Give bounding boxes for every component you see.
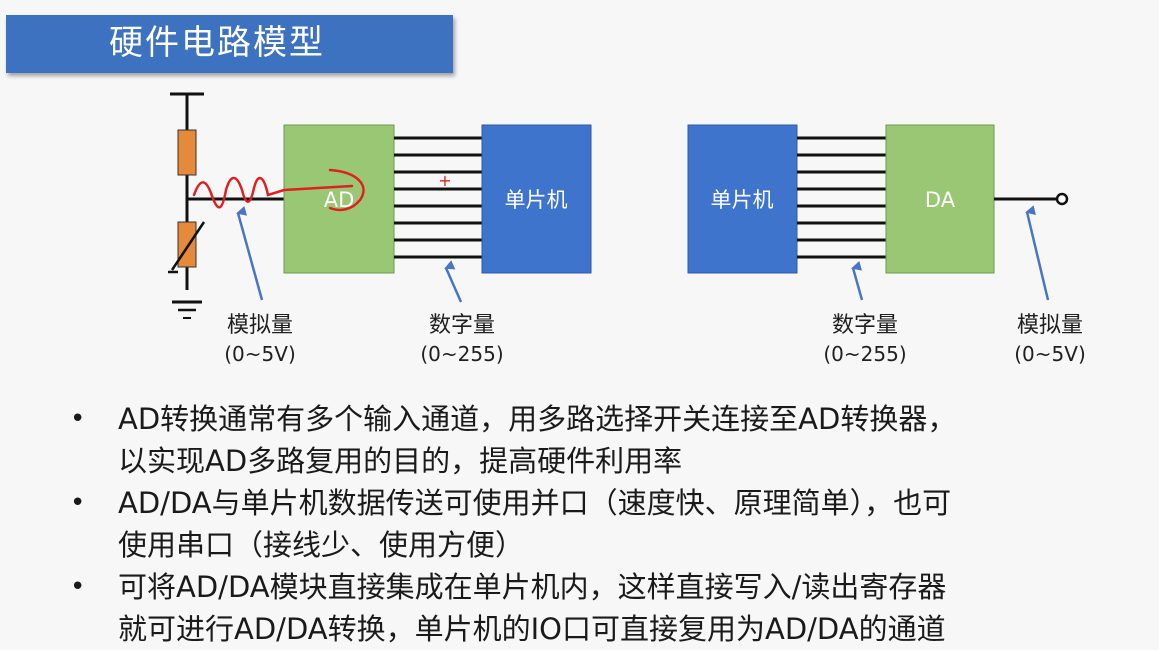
digital-out-name: 数字量 [832, 313, 898, 338]
mcu-box-left [481, 124, 592, 274]
handwritten-annotation [192, 168, 365, 212]
ad-converter-box [283, 124, 395, 274]
digital-out-range: (0~255) [823, 342, 906, 366]
bullet-item: • 可将AD/DA模块直接集成在单片机内，这样直接写入/读出寄存器 就可进行AD… [0, 566, 1159, 650]
mcu-box-right [687, 124, 798, 274]
bullet-item: • AD/DA与单片机数据传送可使用并口（速度快、原理简单），也可 使用串口（接… [0, 482, 1159, 566]
bullet-line: 使用串口（接线少、使用方便） [118, 528, 525, 562]
mcu-right-label: 单片机 [711, 188, 774, 212]
bullet-dot: • [70, 404, 86, 434]
da-converter-box [885, 124, 995, 274]
hardware-circuit-diagram: AD 单片机 单片机 DA + [168, 92, 1086, 366]
analog-out-range: (0~5V) [1014, 342, 1086, 366]
digital-in-range: (0~255) [420, 342, 503, 366]
da-label: DA [925, 188, 956, 212]
ground-icon [172, 300, 202, 319]
analog-in-range: (0~5V) [224, 342, 296, 366]
bullet-list: • AD转换通常有多个输入通道，用多路选择开关连接至AD转换器， 以实现AD多路… [0, 398, 1159, 650]
bullet-line: 可将AD/DA模块直接集成在单片机内，这样直接写入/读出寄存器 [118, 570, 947, 604]
title-banner: 硬件电路模型 [6, 15, 453, 73]
parallel-bus-left [394, 136, 482, 259]
bullet-line: AD转换通常有多个输入通道，用多路选择开关连接至AD转换器， [118, 402, 957, 436]
output-terminal-icon [1055, 192, 1069, 206]
analog-in-name: 模拟量 [227, 313, 293, 338]
analog-out-name: 模拟量 [1017, 313, 1083, 338]
page-title: 硬件电路模型 [109, 23, 325, 63]
label-arrows [236, 205, 1050, 303]
bullet-line: 以实现AD多路复用的目的，提高硬件利用率 [118, 444, 683, 478]
digital-in-name: 数字量 [429, 313, 495, 338]
plus-annotation: + [438, 171, 451, 190]
bullet-line: 就可进行AD/DA转换，单片机的IO口可直接复用为AD/DA的通道 [118, 612, 946, 646]
bullet-dot: • [70, 572, 86, 602]
input-divider-circuit [168, 92, 284, 319]
bullet-line: AD/DA与单片机数据传送可使用并口（速度快、原理简单），也可 [118, 486, 952, 520]
variable-resistor [177, 221, 197, 268]
bullet-dot: • [70, 488, 86, 518]
mcu-left-label: 单片机 [505, 188, 568, 212]
parallel-bus-right [797, 136, 886, 259]
fixed-resistor [177, 129, 197, 176]
bullet-item: • AD转换通常有多个输入通道，用多路选择开关连接至AD转换器， 以实现AD多路… [0, 398, 1159, 482]
